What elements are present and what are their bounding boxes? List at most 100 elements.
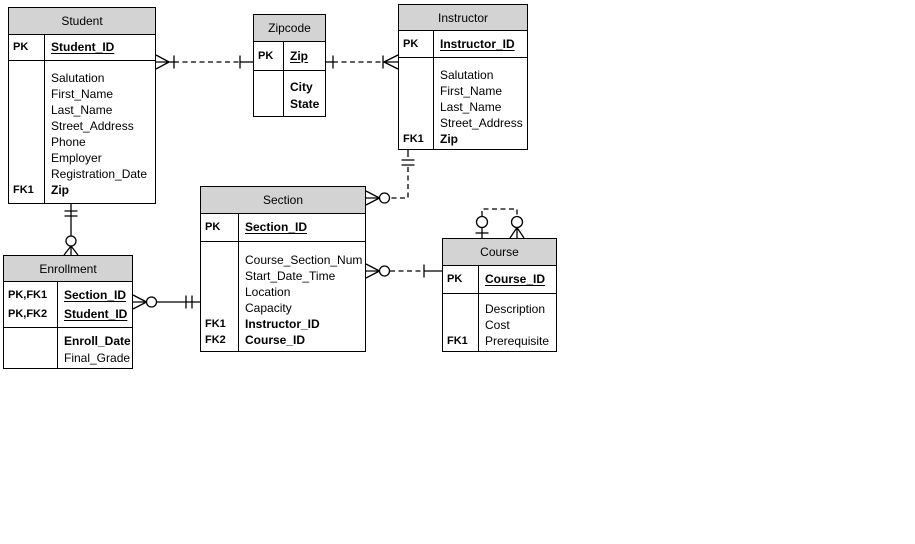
optional-circle-icon: [378, 265, 391, 277]
optional-circle-icon: [145, 296, 158, 308]
entity-instructor[interactable]: Instructor PK Instructor_ID FK1 Salutati…: [398, 4, 528, 150]
optional-circle-icon: [65, 235, 77, 247]
entity-title: Zipcode: [254, 15, 325, 42]
rel-course-prerequisite-self: [475, 208, 525, 239]
pk-attribute: Zip: [290, 48, 308, 63]
key-label: [9, 166, 44, 182]
attribute: Cost: [485, 318, 510, 332]
key-label: [9, 86, 44, 102]
key-label: [201, 252, 238, 268]
attribute: Final_Grade: [64, 351, 131, 365]
entity-title: Section: [201, 187, 365, 214]
key-label: [399, 115, 433, 131]
entity-title: Instructor: [399, 5, 527, 31]
key-label: FK2: [205, 334, 226, 346]
rel-enrollment-section: [132, 294, 200, 310]
key-label: PK: [258, 49, 274, 62]
entity-section[interactable]: Section PK Section_ID FK1 FK2 Course_Sec…: [200, 186, 366, 352]
rel-student-zipcode: [155, 54, 253, 70]
crows-foot-icon: [155, 54, 174, 70]
entity-zipcode[interactable]: Zipcode PK Zip City State: [253, 14, 326, 117]
key-label: PK: [403, 37, 419, 50]
fk-attribute: Course_ID: [245, 333, 306, 347]
pk-attribute: Section_ID: [245, 220, 308, 234]
key-label: [201, 268, 238, 284]
attribute: Capacity: [245, 301, 292, 315]
attribute: Employer: [51, 151, 102, 165]
optional-circle-icon: [378, 192, 391, 204]
entity-title: Student: [9, 8, 155, 35]
pk-attribute: Instructor_ID: [440, 36, 515, 51]
dashed-line: [481, 208, 518, 216]
key-label: [443, 301, 478, 317]
key-label: FK1: [403, 133, 424, 145]
pk-attribute: Student_ID: [51, 40, 115, 54]
key-label: [443, 317, 478, 333]
attribute: Course_Section_Num: [245, 253, 363, 267]
double-tick-icon: [185, 295, 193, 309]
key-label: [399, 83, 433, 99]
crows-foot-icon: [383, 54, 399, 70]
attribute: Salutation: [51, 71, 105, 85]
key-label: [4, 350, 57, 367]
key-label: FK1: [205, 318, 226, 330]
rel-student-enrollment: [63, 204, 79, 256]
attribute: Location: [245, 285, 291, 299]
double-tick-icon: [401, 159, 415, 166]
fk-attribute: Zip: [51, 183, 69, 197]
attribute: Phone: [51, 135, 86, 149]
dashed-line: [390, 167, 409, 199]
attribute: Start_Date_Time: [245, 269, 336, 283]
optional-circle-icon: [510, 215, 524, 229]
optional-circle-icon: [475, 215, 489, 229]
key-label: [254, 79, 283, 96]
crows-foot-icon: [365, 263, 380, 279]
entity-title: Enrollment: [4, 256, 132, 282]
key-label: [9, 118, 44, 134]
key-label: [9, 134, 44, 150]
key-label: PK: [205, 221, 221, 233]
key-label: [9, 102, 44, 118]
attribute: State: [290, 97, 320, 111]
crows-foot-icon: [132, 294, 147, 310]
crows-foot-icon: [509, 227, 525, 239]
key-label: [9, 150, 44, 166]
key-label: [201, 300, 238, 316]
attribute: First_Name: [51, 87, 114, 101]
key-label: [399, 99, 433, 115]
rel-zipcode-instructor: [326, 54, 399, 70]
attribute: Last_Name: [440, 100, 502, 114]
key-label: FK1: [447, 335, 468, 347]
entity-course[interactable]: Course PK Course_ID FK1 Description Cost…: [442, 238, 557, 352]
key-label: [201, 284, 238, 300]
key-label: [399, 67, 433, 83]
attribute: Last_Name: [51, 103, 113, 117]
entity-title: Course: [443, 239, 556, 266]
attribute: Salutation: [440, 68, 494, 82]
crows-foot-icon: [63, 245, 79, 256]
crows-foot-icon: [365, 190, 380, 206]
attribute: Street_Address: [440, 116, 523, 130]
key-label: PK: [13, 41, 29, 53]
attribute: Street_Address: [51, 119, 134, 133]
attribute: Enroll_Date: [64, 334, 131, 348]
attribute: Registration_Date: [51, 167, 148, 181]
entity-student[interactable]: Student PK Student_ID FK1 Salutation Fir…: [8, 7, 156, 204]
double-tick-icon: [64, 210, 78, 217]
key-label: PK: [447, 273, 463, 285]
key-label: [254, 96, 283, 113]
key-label: PK,FK2: [8, 307, 48, 320]
entity-enrollment[interactable]: Enrollment PK,FK1 PK,FK2 Section_ID Stud…: [3, 255, 133, 369]
key-label: FK1: [13, 184, 34, 196]
attribute: Prerequisite: [485, 334, 550, 348]
pk-attribute: Section_ID: [64, 287, 127, 302]
rel-section-course: [365, 263, 442, 279]
pk-attribute: Student_ID: [64, 306, 128, 321]
rel-instructor-section: [365, 150, 415, 206]
attribute: First_Name: [440, 84, 503, 98]
key-label: PK,FK1: [8, 288, 48, 301]
fk-attribute: Zip: [440, 132, 458, 146]
fk-attribute: Instructor_ID: [245, 317, 320, 331]
key-label: [4, 333, 57, 350]
